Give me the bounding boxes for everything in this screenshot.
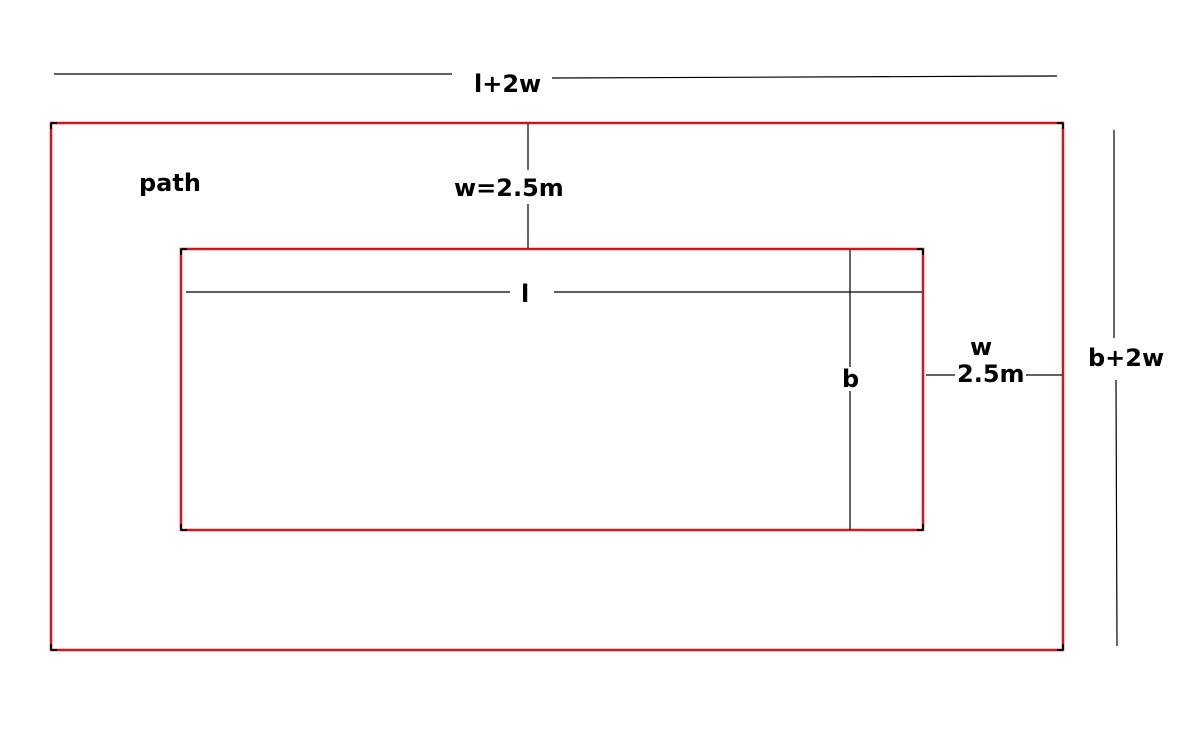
outer-length-label: l+2w [474, 70, 542, 98]
outer-rectangle [49, 121, 1065, 652]
outer-length-dimension-line-right [551, 75, 1058, 79]
side-width-symbol-label: w [970, 333, 993, 361]
top-width-label: w=2.5m [454, 174, 564, 202]
inner-breadth-label: b [842, 365, 860, 393]
inner-rectangle [179, 247, 925, 532]
inner-rectangle-corner-marks [180, 248, 924, 531]
outer-breadth-dimension-line-lower [1115, 379, 1118, 647]
path-label: path [139, 169, 201, 197]
inner-length-label: l [521, 280, 530, 308]
side-width-value-label: 2.5m [957, 360, 1025, 388]
outer-rectangle-corner-marks [50, 122, 1064, 651]
outer-breadth-label: b+2w [1088, 344, 1165, 372]
